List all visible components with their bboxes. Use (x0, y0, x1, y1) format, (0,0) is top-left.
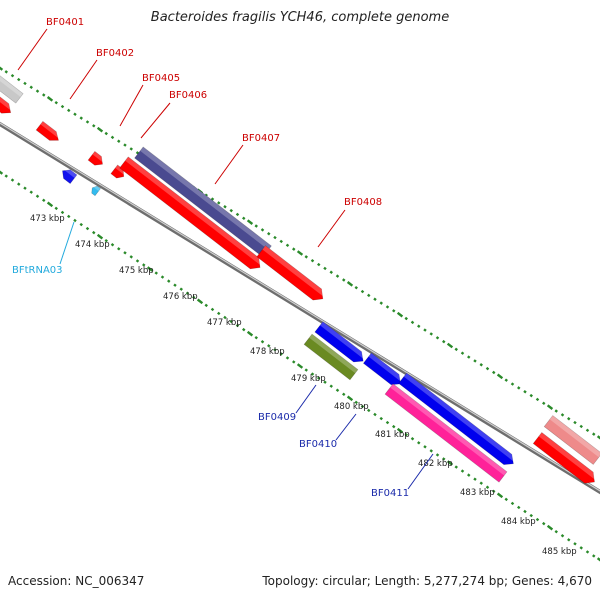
accession-text: Accession: NC_006347 (8, 574, 145, 588)
feature-label-bf0409[interactable]: BF0409 (258, 412, 296, 423)
scale-label: 479 kbp (291, 374, 326, 384)
leader-line (335, 413, 357, 441)
genome-backbone (0, 121, 600, 495)
scale-label: 475 kbp (119, 266, 154, 276)
gene-block-gray (0, 72, 24, 104)
gene-blue-1 (314, 321, 365, 363)
gene-blue-2 (362, 352, 402, 386)
leader-line (119, 84, 144, 127)
leader-line (214, 144, 244, 185)
leader-line (407, 453, 434, 490)
scale-label: 482 kbp (418, 459, 453, 469)
feature-label-bf0408[interactable]: BF0408 (344, 197, 382, 208)
gene-BF0402 (35, 120, 60, 141)
gene-pink-right (543, 415, 600, 465)
upper-tick-track (0, 66, 600, 440)
leader-line (317, 209, 346, 248)
feature-label-bf0402[interactable]: BF0402 (96, 48, 134, 59)
genome-summary-text: Topology: circular; Length: 5,277,274 bp… (262, 574, 592, 588)
feature-label-bf0410[interactable]: BF0410 (299, 439, 337, 450)
gene-BF0409 (303, 333, 359, 381)
scale-label: 481 kbp (375, 430, 410, 440)
scale-label: 480 kbp (334, 402, 369, 412)
feature-label-bftrna03[interactable]: BFtRNA03 (12, 265, 63, 276)
leader-line (17, 28, 48, 71)
gene-BF0411 (384, 383, 508, 483)
gene-BF0405 (87, 150, 104, 166)
feature-label-bf0407[interactable]: BF0407 (242, 133, 280, 144)
leader-line (69, 59, 98, 100)
lower-tick-track (0, 170, 600, 562)
scale-label: 473 kbp (30, 214, 65, 224)
gene-BF0407 (134, 146, 272, 258)
map-title: Bacteroides fragilis YCH46, complete gen… (150, 10, 450, 25)
scale-label: 483 kbp (460, 488, 495, 498)
leader-line (295, 384, 317, 414)
scale-label: 474 kbp (75, 240, 110, 250)
scale-label: 478 kbp (250, 347, 285, 357)
scale-label: 485 kbp (542, 547, 577, 557)
gene-block-red-edge (0, 94, 12, 114)
scale-label: 476 kbp (163, 292, 198, 302)
scale-label: 484 kbp (501, 517, 536, 527)
leader-line (59, 221, 75, 265)
gene-red-right (532, 432, 596, 484)
feature-label-bf0405[interactable]: BF0405 (142, 73, 180, 84)
gene-BFtRNA03 (91, 185, 101, 197)
gene-BF0410 (398, 372, 515, 465)
gene-blue-small (62, 169, 78, 185)
leader-line (140, 102, 171, 139)
scale-label: 477 kbp (207, 318, 242, 328)
feature-label-bf0406[interactable]: BF0406 (169, 90, 207, 101)
gene-red-long (119, 156, 262, 270)
feature-label-bf0401[interactable]: BF0401 (46, 17, 84, 28)
feature-label-bf0411[interactable]: BF0411 (371, 488, 409, 499)
gene-BF0408 (256, 245, 325, 301)
